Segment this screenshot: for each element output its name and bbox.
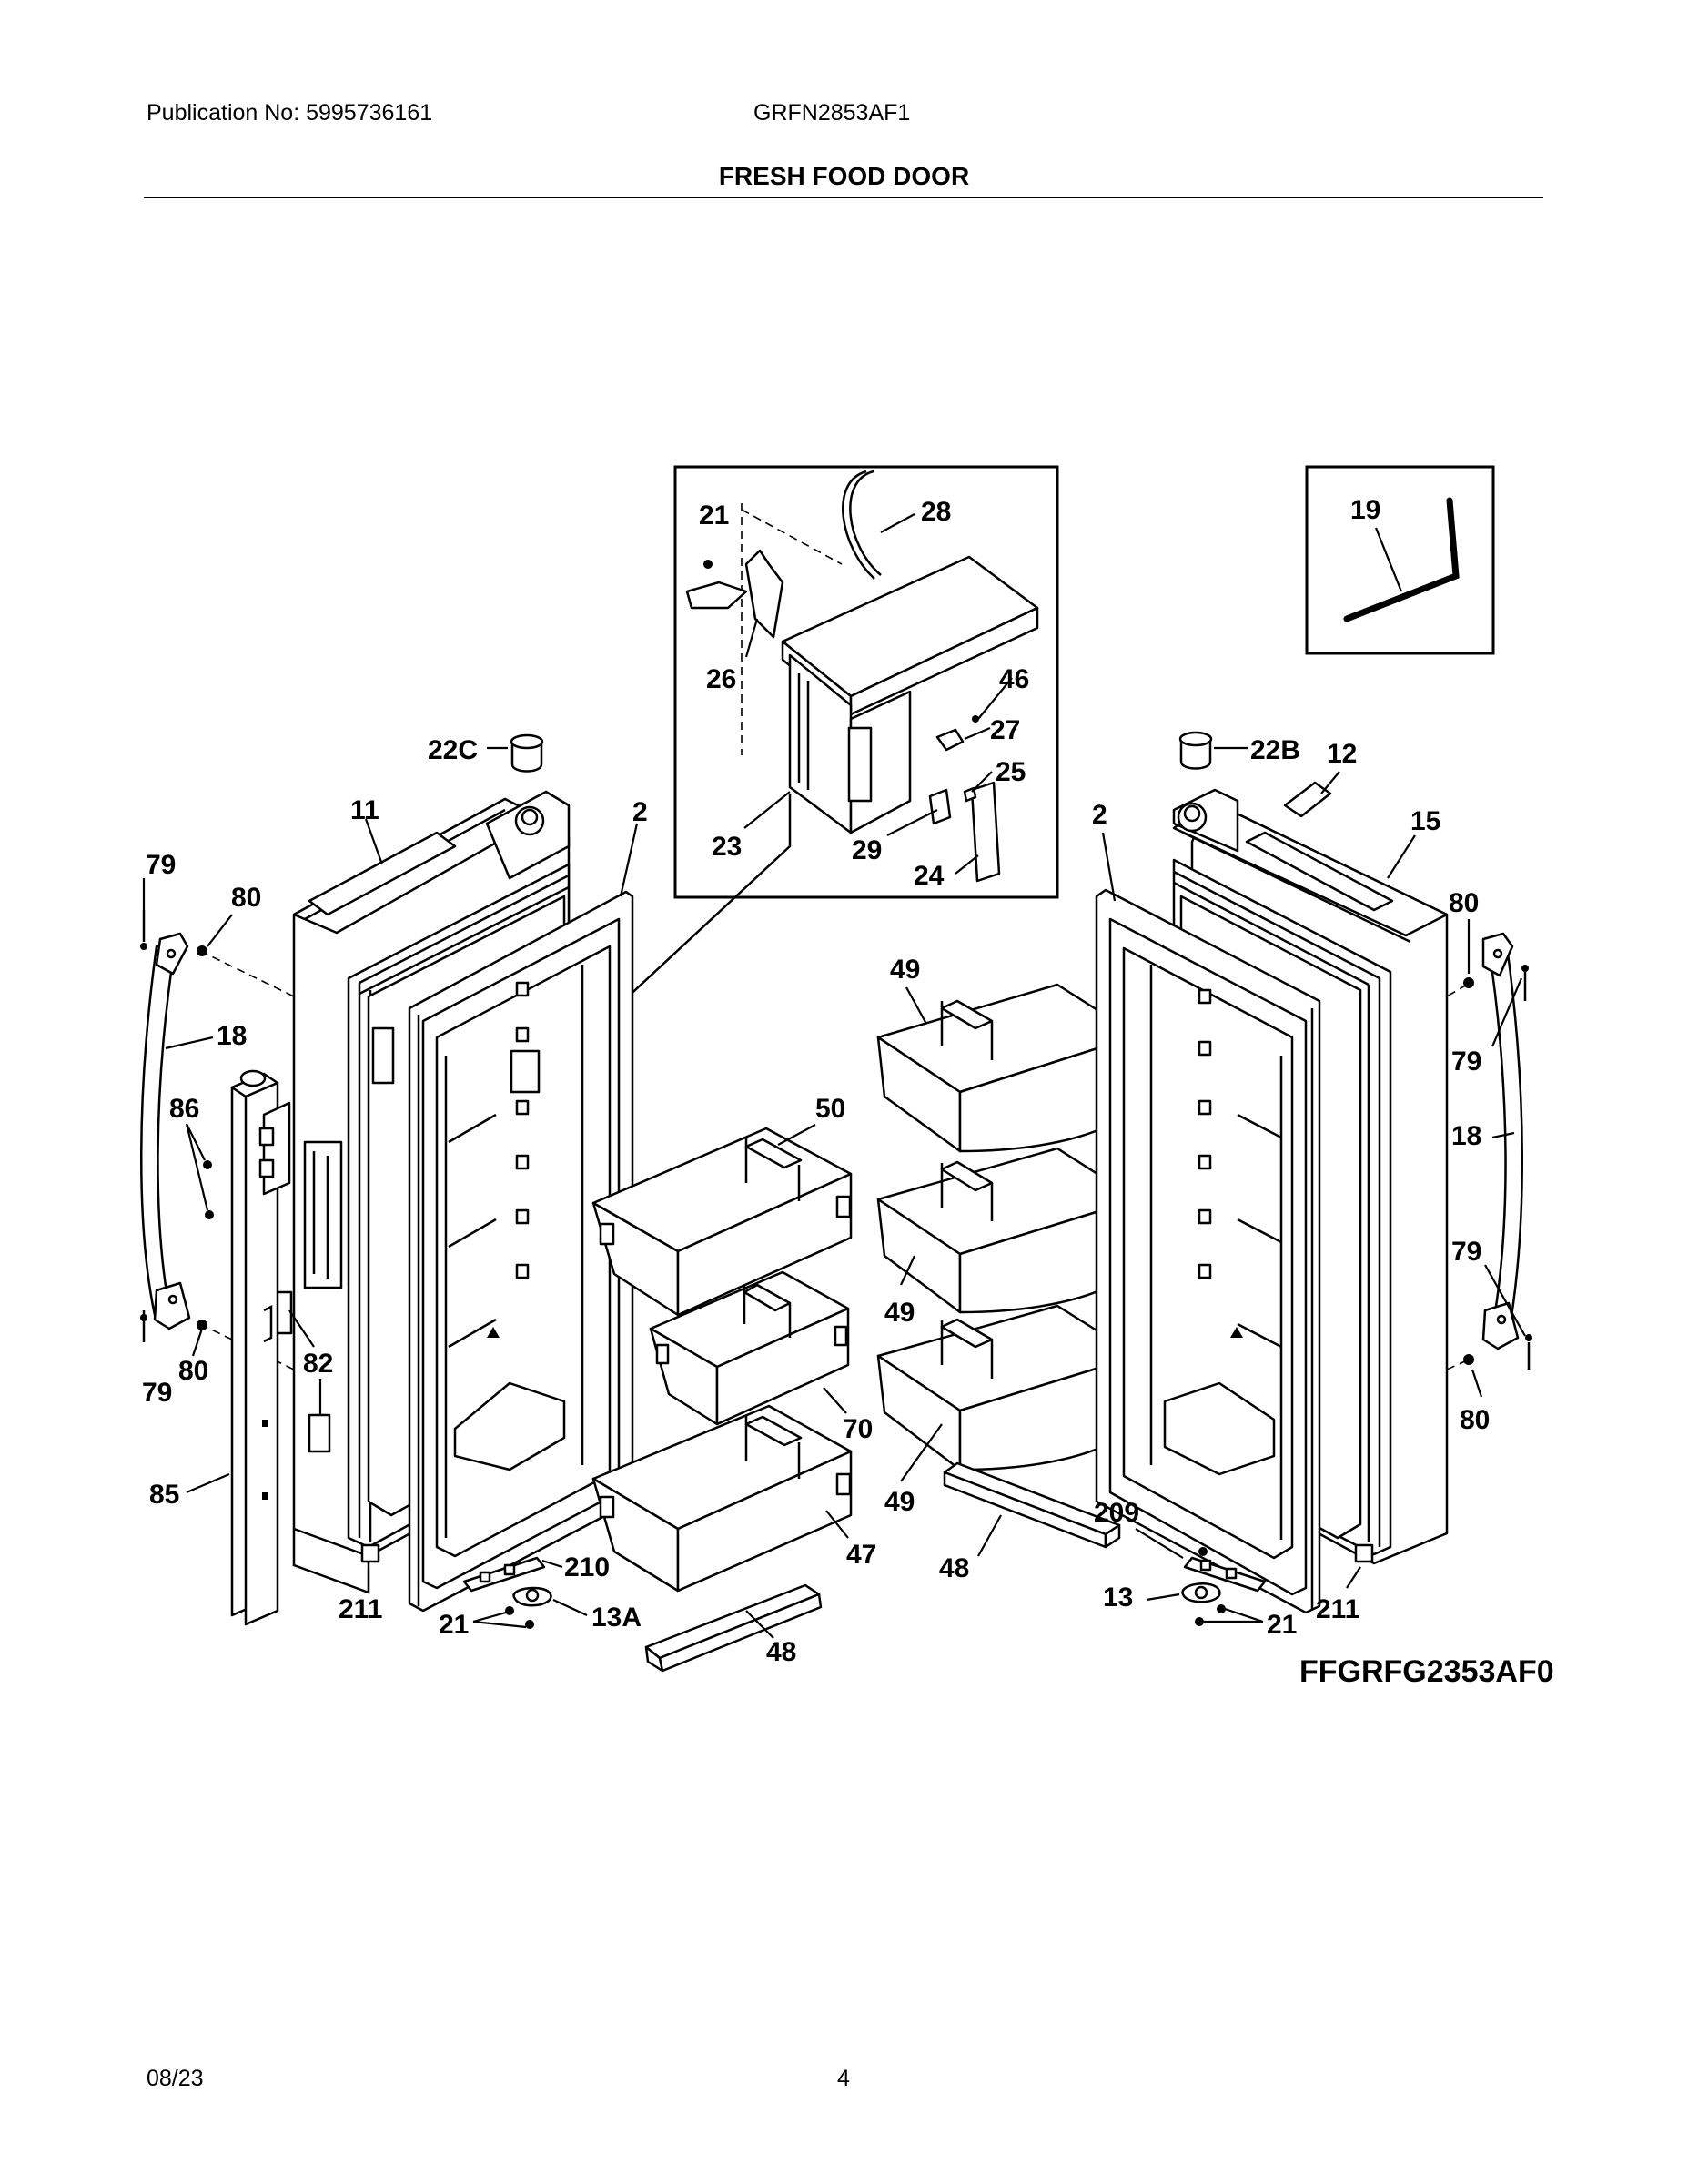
callout-24: 24	[914, 861, 945, 891]
hinge-cap-22c	[487, 733, 544, 773]
callout-80-c: 80	[1449, 888, 1479, 918]
callout-29: 29	[852, 835, 882, 865]
door-shelf-48-left	[644, 1583, 823, 1673]
allen-wrench	[1343, 497, 1460, 622]
door-bin-49-middle	[876, 1147, 1139, 1314]
callout-13: 13	[1103, 1582, 1133, 1613]
callout-211-right: 211	[1316, 1594, 1359, 1624]
diagram-code: FFGRFG2353AF0	[1299, 1654, 1554, 1689]
callout-211-left: 211	[339, 1594, 382, 1624]
callout-18-left: 18	[217, 1021, 247, 1051]
left-handle	[139, 932, 191, 1330]
hinge-cap-22b	[1178, 731, 1248, 770]
dispenser-assembly	[685, 470, 1039, 883]
publication-number: Publication No: 5995736161	[147, 100, 433, 126]
callout-21-top: 21	[699, 500, 729, 531]
callout-25: 25	[996, 757, 1026, 787]
inset-frame-wrench	[1305, 465, 1495, 655]
callout-13a: 13A	[591, 1603, 642, 1633]
left-bottom-hinge	[360, 1543, 552, 1629]
callout-49-c: 49	[884, 1487, 915, 1517]
door-bin-50	[591, 1127, 853, 1317]
callout-209: 209	[1094, 1498, 1139, 1528]
callout-85: 85	[149, 1480, 179, 1510]
footer-date: 08/23	[147, 2066, 204, 2091]
callout-15: 15	[1410, 806, 1440, 836]
callout-21-left: 21	[439, 1610, 469, 1640]
callout-50: 50	[815, 1094, 845, 1124]
callout-70: 70	[843, 1414, 873, 1444]
callout-80-a: 80	[231, 883, 261, 913]
door-bin-70	[649, 1270, 850, 1426]
callout-80-b: 80	[178, 1356, 208, 1386]
callout-23: 23	[712, 832, 742, 862]
callout-49-a: 49	[890, 955, 920, 985]
callout-79-d: 79	[1451, 1046, 1481, 1077]
callout-2-left: 2	[632, 797, 648, 827]
callout-28: 28	[921, 497, 951, 527]
callout-27: 27	[990, 715, 1020, 745]
callout-86: 86	[169, 1094, 199, 1124]
door-bin-47	[591, 1404, 853, 1592]
dispenser-leaders	[743, 513, 1013, 875]
callout-18-right: 18	[1451, 1121, 1481, 1151]
callout-26: 26	[706, 664, 736, 694]
callout-22c: 22C	[428, 735, 478, 765]
right-bottom-hinge	[1181, 1543, 1374, 1626]
left-door-liner	[435, 945, 612, 1558]
callout-80-d: 80	[1460, 1405, 1490, 1435]
callout-79-c: 79	[142, 1378, 172, 1408]
callout-210: 210	[564, 1552, 610, 1582]
callout-22b: 22B	[1250, 735, 1300, 765]
right-handle	[1481, 932, 1524, 1350]
callout-49-b: 49	[884, 1298, 915, 1328]
inset-frame-dispenser	[673, 465, 1059, 899]
callout-47: 47	[846, 1540, 876, 1570]
badge-12	[1283, 781, 1332, 818]
callout-79-e: 79	[1451, 1237, 1481, 1267]
right-door-liner	[1122, 946, 1294, 1560]
door-shelf-48-right	[943, 1461, 1121, 1549]
page-number: 4	[837, 2066, 850, 2091]
callout-79-a: 79	[146, 850, 176, 880]
model-number: GRFN2853AF1	[753, 100, 911, 126]
door-trim-85	[230, 1069, 291, 1626]
callout-2-right: 2	[1092, 800, 1107, 830]
callout-46: 46	[999, 664, 1029, 694]
callout-48-right: 48	[939, 1553, 969, 1583]
section-title: FRESH FOOD DOOR	[718, 162, 970, 190]
header-rule	[144, 197, 1543, 198]
callout-19: 19	[1350, 495, 1380, 525]
callout-82: 82	[303, 1349, 333, 1379]
callout-11: 11	[350, 795, 379, 825]
callout-12: 12	[1327, 739, 1357, 769]
callout-21-right: 21	[1267, 1610, 1297, 1640]
callout-48-left: 48	[766, 1637, 796, 1667]
